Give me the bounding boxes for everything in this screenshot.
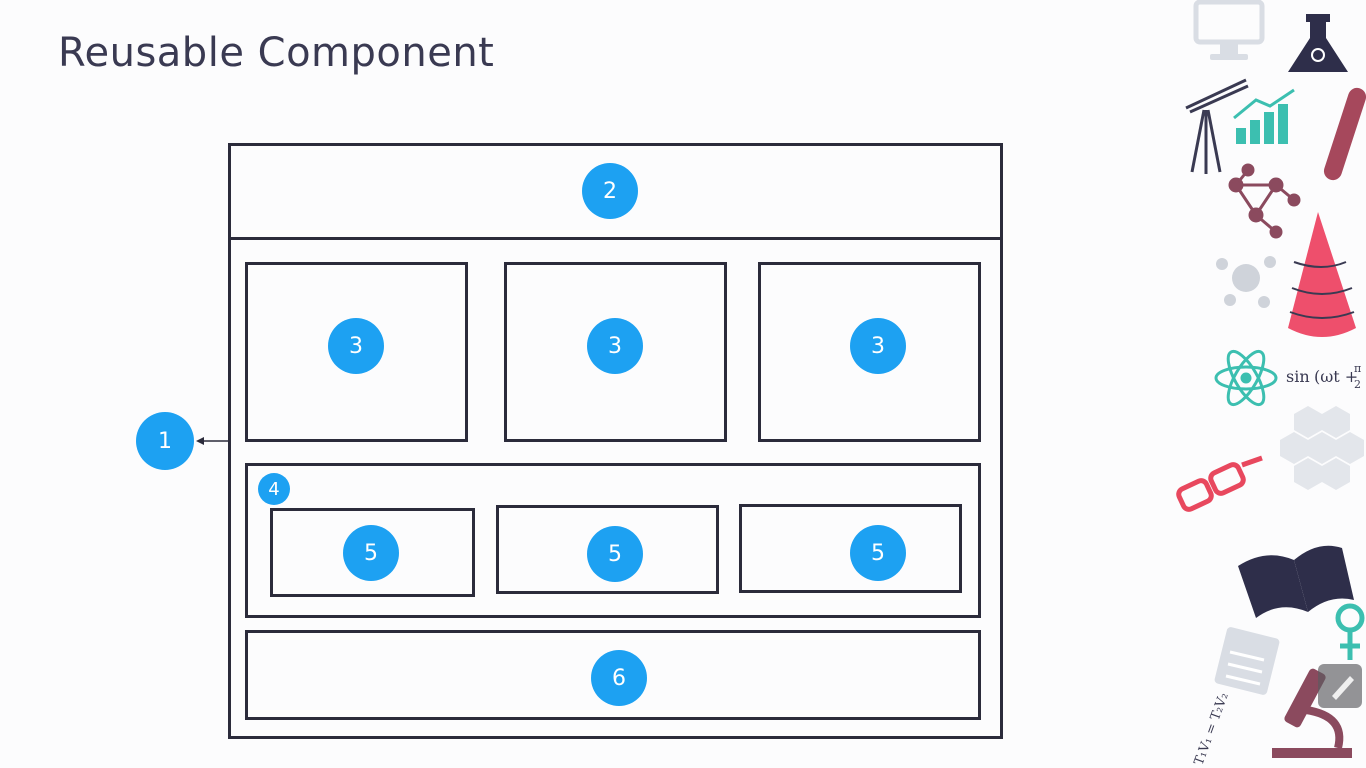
badge-card-1: 3 <box>328 318 384 374</box>
venus-icon <box>1335 603 1365 660</box>
molecule-small-icon <box>1216 256 1276 308</box>
telescope-icon <box>1185 78 1249 174</box>
test-tube-icon <box>1323 87 1366 181</box>
badge-item-1: 5 <box>343 525 399 581</box>
chart-icon <box>1233 88 1295 144</box>
item-box-2 <box>496 505 719 594</box>
monitor-icon <box>1193 0 1265 60</box>
book-icon <box>1238 545 1354 618</box>
formula-pi: π <box>1354 362 1361 375</box>
arrow-left-icon <box>196 437 228 445</box>
atom-icon <box>1214 349 1278 407</box>
footer-box <box>245 630 981 720</box>
badge-card-2: 3 <box>587 318 643 374</box>
badge-card-3: 3 <box>850 318 906 374</box>
badge-header: 2 <box>582 163 638 219</box>
formula-sin: sin <box>1286 367 1310 386</box>
header-box <box>228 143 1003 240</box>
notepad-icon <box>1214 627 1280 695</box>
item-box-1 <box>270 508 475 597</box>
badge-group: 4 <box>258 473 290 505</box>
card-box-1 <box>245 262 468 442</box>
badge-footer: 6 <box>591 650 647 706</box>
formula-gas: T₁V₁ = T₂V₂ <box>1192 691 1232 768</box>
badge-item-3: 5 <box>850 525 906 581</box>
formula-two: 2 <box>1354 378 1361 391</box>
hexagon-grid-icon <box>1280 406 1364 490</box>
group-box <box>245 463 981 618</box>
overlay-button-icon <box>1318 664 1362 708</box>
badge-app: 1 <box>136 412 194 470</box>
molecule-icon <box>1228 163 1301 239</box>
microscope-icon <box>1272 668 1352 758</box>
flask-icon <box>1288 14 1348 72</box>
slide-title: Reusable Component <box>58 30 495 76</box>
card-box-3 <box>758 262 981 442</box>
card-box-2 <box>504 262 727 442</box>
formula-args: (ωt + <box>1314 367 1358 386</box>
science-decoration: sin (ωt + π 2 T₁V₁ = T₂V₂ <box>1176 0 1366 768</box>
glasses-icon <box>1176 455 1263 512</box>
cone-icon <box>1288 212 1356 337</box>
item-box-3 <box>739 504 962 593</box>
badge-item-2: 5 <box>587 526 643 582</box>
